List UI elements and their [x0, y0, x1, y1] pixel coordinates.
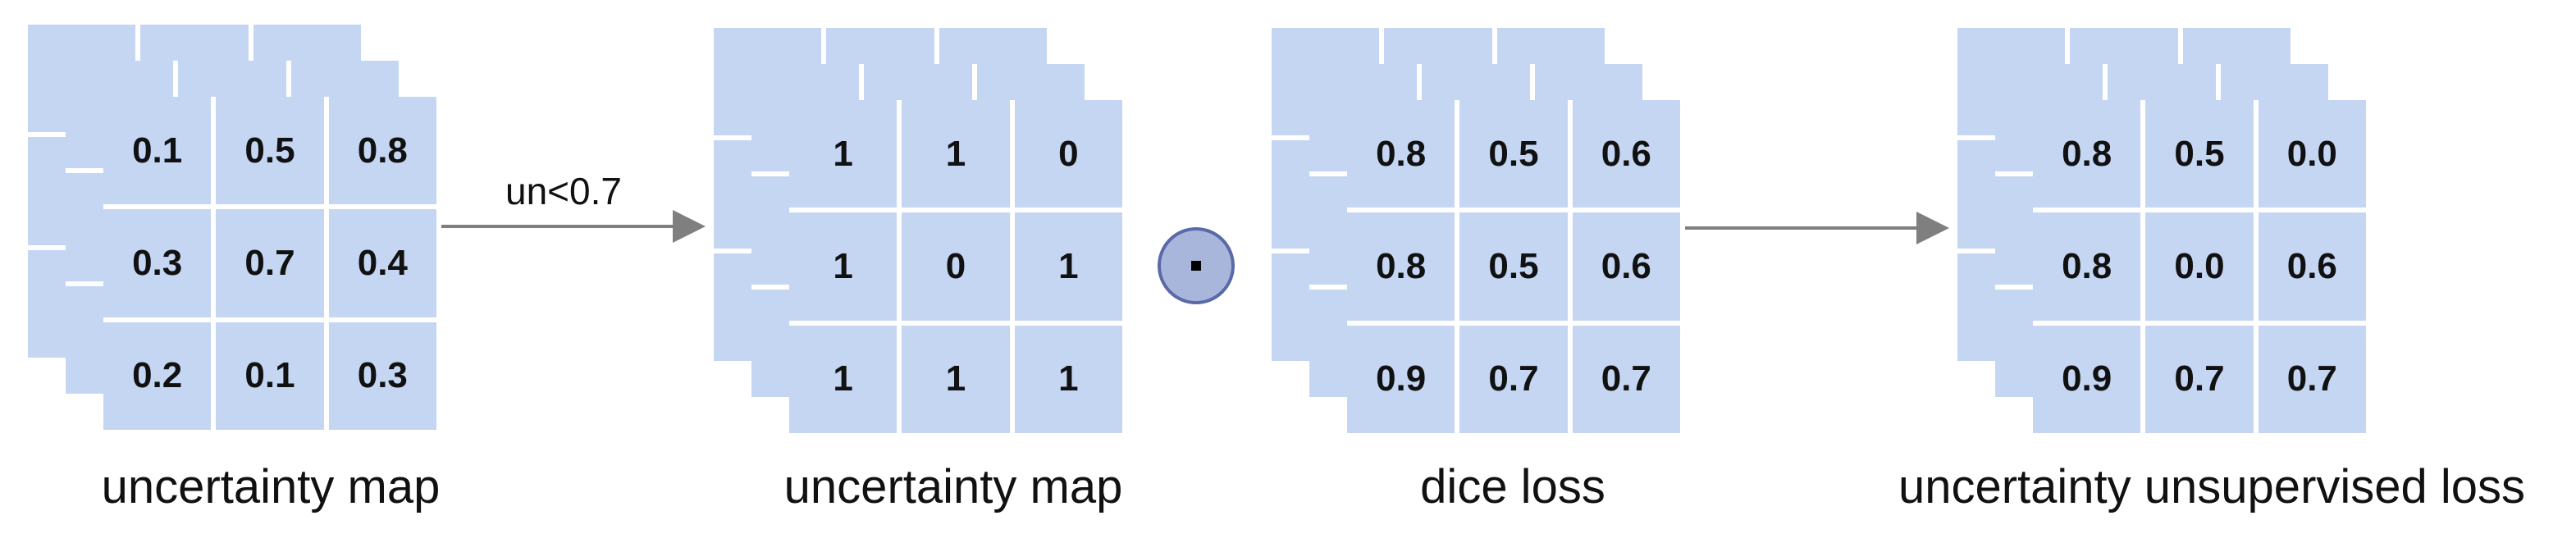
cell: 0: [1014, 100, 1122, 208]
cell: 0.9: [2033, 325, 2141, 433]
cell: 0.8: [328, 97, 436, 205]
cell: 1: [902, 100, 1010, 208]
elementwise-product-icon: [1158, 227, 1235, 304]
arrow-1-label: un<0.7: [505, 170, 622, 212]
cell: 1: [1014, 325, 1122, 433]
cell: 0.6: [1572, 212, 1680, 321]
cell: 0.3: [103, 209, 212, 317]
cell: 0.5: [2145, 100, 2254, 208]
panel-4-caption: uncertainty unsupervised loss: [1898, 460, 2526, 513]
cell: 0.8: [2033, 100, 2141, 208]
cell: 0.7: [216, 209, 324, 317]
cell: 0.2: [103, 322, 212, 430]
cell: 0.4: [328, 209, 436, 317]
cell: 0.5: [216, 97, 324, 205]
cell: 0.6: [1572, 100, 1680, 208]
panel-4-front-grid: 0.8 0.5 0.0 0.8 0.0 0.6 0.9 0.7 0.7: [2033, 100, 2366, 433]
cell: 1: [789, 212, 897, 321]
panel-1-caption: uncertainty map: [101, 460, 441, 513]
cell: 0.8: [2033, 212, 2141, 321]
cell: 1: [789, 100, 897, 208]
cell: 0.8: [1347, 100, 1455, 208]
cell: 0.0: [2145, 212, 2254, 321]
panel-1-front-grid: 0.1 0.5 0.8 0.3 0.7 0.4 0.2 0.1 0.3: [103, 97, 436, 430]
cell: 0.7: [2145, 325, 2254, 433]
cell: 0.1: [216, 322, 324, 430]
cell: 0.3: [328, 322, 436, 430]
cell: 0.1: [103, 97, 212, 205]
cell: 0.6: [2258, 212, 2366, 321]
panel-3-caption: dice loss: [1420, 460, 1605, 513]
cell: 1: [789, 325, 897, 433]
cell: 0: [902, 212, 1010, 321]
cell: 0.5: [1459, 100, 1568, 208]
panel-3-front-grid: 0.8 0.5 0.6 0.8 0.5 0.6 0.9 0.7 0.7: [1347, 100, 1680, 433]
cell: 1: [902, 325, 1010, 433]
cell: 0.7: [1572, 325, 1680, 433]
cell: 1: [1014, 212, 1122, 321]
cell: 0.7: [1459, 325, 1568, 433]
cell: 0.0: [2258, 100, 2366, 208]
cell: 0.8: [1347, 212, 1455, 321]
panel-2-front-grid: 1 1 0 1 0 1 1 1 1: [789, 100, 1122, 433]
panel-2-caption: uncertainty map: [783, 460, 1123, 513]
cell: 0.9: [1347, 325, 1455, 433]
cell: 0.5: [1459, 212, 1568, 321]
cell: 0.7: [2258, 325, 2366, 433]
